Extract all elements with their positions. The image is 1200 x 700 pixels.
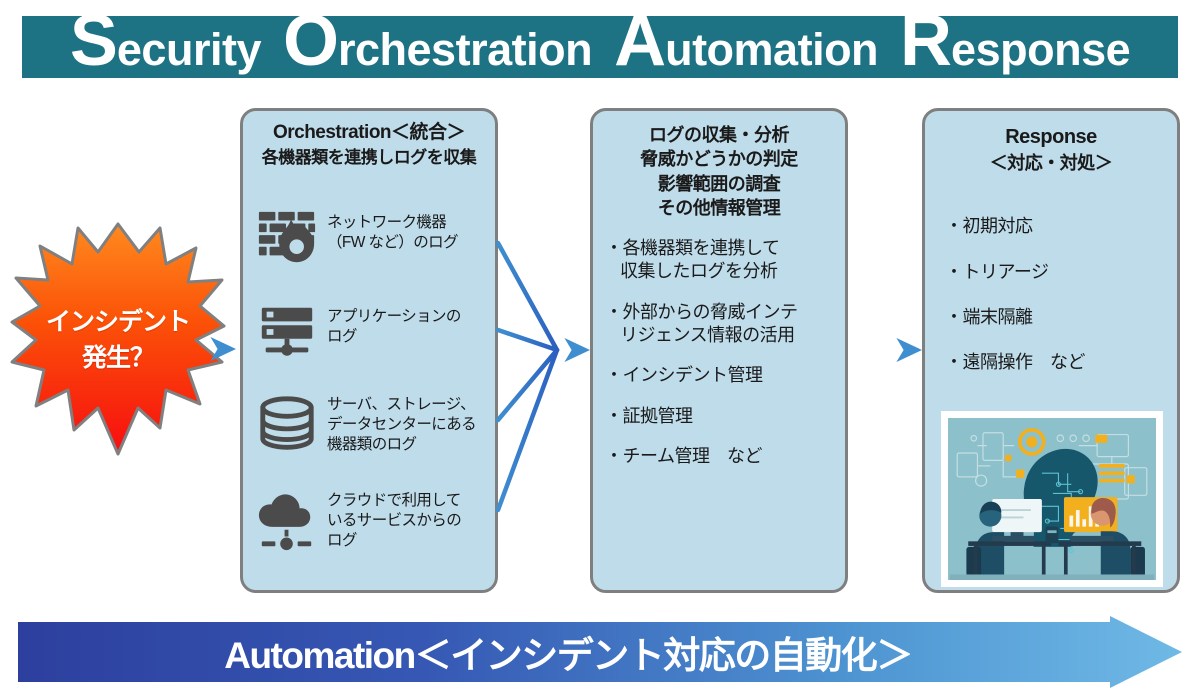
firewall-icon — [255, 205, 319, 269]
application-server-icon — [255, 299, 319, 363]
analysis-item-text-cont: リジェンス情報の活用 — [620, 325, 795, 346]
response-item: ・遠隔操作 など — [945, 352, 1086, 373]
header-cap-s: S — [69, 1, 118, 82]
response-item: ・初期対応 — [945, 216, 1033, 237]
log-source-label-line-1: クラウドで利用して — [327, 492, 461, 509]
analysis-item-text: ・外部からの脅威インテ — [605, 301, 798, 322]
response-subtitle: ＜対応・対処＞ — [989, 152, 1113, 173]
analysis-item: ・証拠管理 — [605, 405, 845, 428]
log-source-label-line-1: ネットワーク機器 — [327, 214, 447, 231]
log-source-label-line-2: いるサービスからの — [327, 511, 462, 529]
response-item: ・トリアージ — [945, 261, 1049, 282]
analysis-item-text-cont: 収集したログを分析 — [620, 261, 778, 282]
converging-connector-lines — [495, 240, 560, 513]
log-source-row: クラウドで利用して いるサービスからの ログ — [255, 489, 493, 553]
analysis-heading-line-3: 影響範囲の調査 — [657, 173, 781, 194]
orchestration-subtitle: 各機器類を連携しログを収集 — [261, 147, 477, 167]
log-source-row: ネットワーク機器 （FW など）のログ — [255, 205, 493, 269]
log-source-label-line-1: アプリケーションの — [327, 308, 461, 325]
orchestration-title: Orchestration＜統合＞ — [272, 122, 466, 143]
incident-line-1: インシデント — [45, 307, 191, 336]
incident-burst-shape — [10, 222, 226, 456]
automation-banner-label: Automation＜インシデント対応の自動化＞ — [224, 635, 913, 676]
analysis-heading: ログの収集・分析 脅威かどうかの判定 影響範囲の調査 その他情報管理 — [593, 123, 845, 221]
log-source-label: アプリケーションの ログ — [327, 299, 461, 347]
log-source-label-line-2: データセンターにある — [327, 415, 477, 433]
cloud-icon — [255, 489, 319, 553]
header-cap-a: A — [614, 1, 666, 82]
log-source-label: クラウドで利用して いるサービスからの ログ — [327, 489, 462, 550]
analysis-heading-line-1: ログの収集・分析 — [649, 125, 790, 145]
header-rest-automation: utomation — [665, 24, 879, 76]
response-item-list: ・初期対応 ・トリアージ ・端末隔離 ・遠隔操作 など — [925, 215, 1177, 375]
log-source-label-line-3: ログ — [327, 531, 357, 549]
header-cap-o: O — [282, 1, 339, 82]
automation-banner — [18, 616, 1182, 688]
log-source-label-line-1: サーバ、ストレージ、 — [327, 396, 476, 413]
log-source-label-line-2: ログ — [327, 327, 357, 345]
analysis-item: ・各機器類を連携して 収集したログを分析 — [605, 237, 845, 284]
analysis-item-text: ・証拠管理 — [605, 405, 693, 426]
response-title: Response — [1005, 126, 1097, 148]
log-source-row: サーバ、ストレージ、 データセンターにある 機器類のログ — [255, 393, 493, 457]
analysis-item: ・チーム管理 など — [605, 445, 845, 468]
header-rest-response: esponse — [951, 24, 1131, 76]
analysis-item-list: ・各機器類を連携して 収集したログを分析 ・外部からの脅威インテ リジェンス情報… — [593, 237, 845, 469]
log-source-label-line-2: （FW など）のログ — [327, 233, 459, 251]
log-source-label: サーバ、ストレージ、 データセンターにある 機器類のログ — [327, 393, 477, 454]
incident-line-2: 発生？ — [81, 344, 155, 372]
analysis-item: ・インシデント管理 — [605, 364, 845, 387]
header-band — [22, 16, 1178, 78]
response-item: ・端末隔離 — [945, 306, 1033, 327]
analysis-heading-line-4: その他情報管理 — [657, 198, 781, 219]
header-rest-orchestration: rchestration — [338, 24, 593, 76]
response-panel: Response ＜対応・対処＞ ・初期対応 ・トリアージ ・端末隔離 ・遠隔操… — [922, 108, 1180, 593]
log-source-row: アプリケーションの ログ — [255, 299, 493, 363]
incident-label: インシデント 発生？ — [10, 222, 226, 458]
log-source-label-line-3: 機器類のログ — [327, 435, 417, 453]
database-icon — [255, 393, 319, 457]
analysis-panel: ログの収集・分析 脅威かどうかの判定 影響範囲の調査 その他情報管理 ・各機器類… — [590, 108, 848, 593]
analysis-heading-line-2: 脅威かどうかの判定 — [640, 149, 798, 170]
header-rest-security: ecurity — [116, 24, 262, 76]
orchestration-panel: Orchestration＜統合＞ 各機器類を連携しログを収集 — [240, 108, 498, 593]
analysis-item-text: ・各機器類を連携して — [605, 237, 780, 258]
soc-ai-analysts-illustration — [941, 411, 1163, 587]
analysis-item-text: ・チーム管理 など — [605, 446, 762, 467]
log-source-label: ネットワーク機器 （FW など）のログ — [327, 205, 459, 253]
header-cap-r: R — [900, 1, 952, 82]
analysis-item-text: ・インシデント管理 — [605, 365, 763, 386]
analysis-item: ・外部からの脅威インテ リジェンス情報の活用 — [605, 301, 845, 348]
